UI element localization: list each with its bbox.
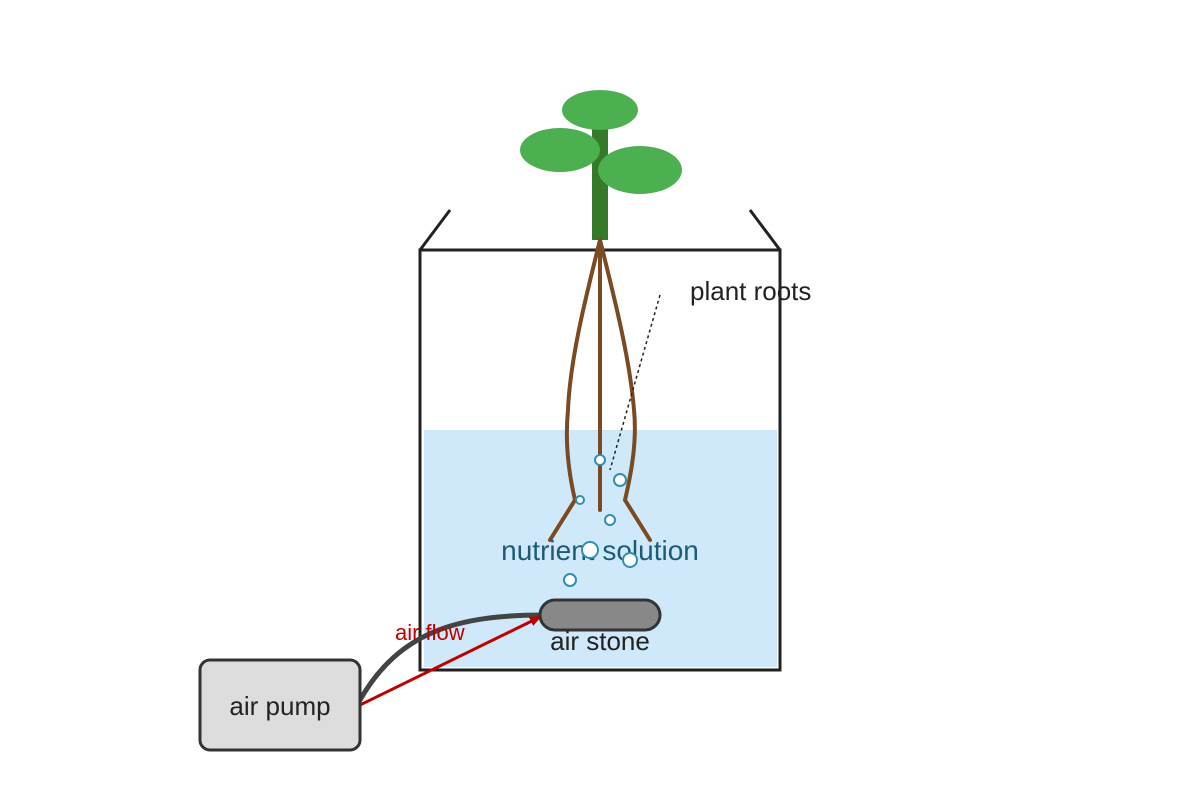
air-tube [357,612,548,703]
bubble-icon [604,514,616,526]
nutrient-solution-label: nutrient solution [501,535,699,566]
bubble-icon [613,473,627,487]
plant-roots-label: plant roots [690,276,811,306]
root-right [598,238,652,542]
leaf-top [562,90,638,130]
bubble-icon [575,495,585,505]
air-pump-label: air pump [229,691,330,721]
air-pump: air pump [198,658,362,752]
air-flow-label: air flow [395,620,465,645]
air-stone-label: air stone [550,626,650,656]
container-lip-left [418,209,452,251]
air-stone [538,598,662,632]
bubbles [563,454,638,587]
container-lip-right [748,209,782,251]
bubble-icon [581,541,599,559]
root-left [548,238,602,542]
bubble-icon [594,454,606,466]
air-flow-arrow [359,615,542,707]
plant-icon [520,90,682,240]
leaf-left [520,128,600,172]
air-pump-box [198,658,362,752]
leaf-right [598,146,682,194]
bubble-icon [563,573,577,587]
bubble-icon [622,552,638,568]
plant-roots-pointer [609,294,661,471]
